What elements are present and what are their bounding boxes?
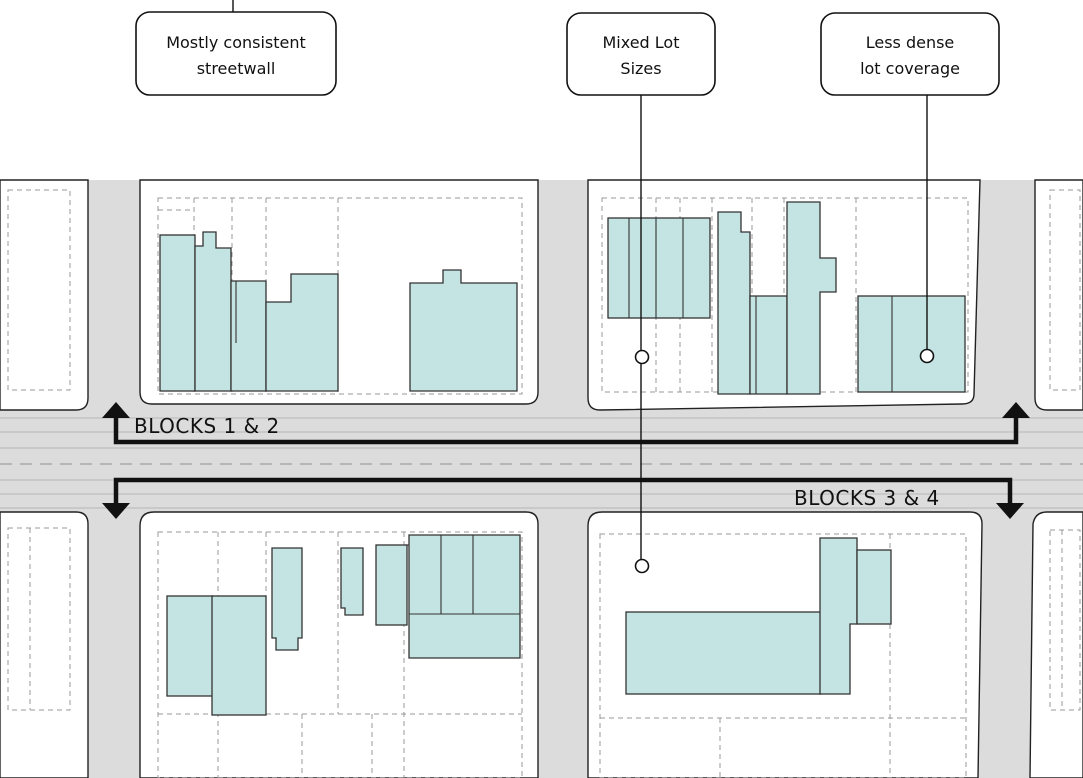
callout-lot-sizes-line2: Sizes [620, 59, 661, 78]
block-arrows: BLOCKS 1 & 2 BLOCKS 3 & 4 [102, 402, 1030, 519]
lot-coverage-marker [919, 348, 935, 364]
building [607, 217, 711, 319]
building [159, 234, 196, 392]
callout-lot-coverage [820, 12, 1000, 96]
south-blocks-arrow [113, 477, 1013, 504]
north-blocks-arrow [113, 418, 1019, 445]
callouts: Mostly consistent streetwall Mixed Lot S… [135, 0, 1000, 574]
callout-lot-sizes-line1: Mixed Lot [602, 33, 679, 52]
arrow-up-icon [1002, 402, 1030, 418]
callout-lot-coverage-line1: Less dense [866, 33, 955, 52]
lot-sizes-marker-north [634, 349, 650, 365]
arrow-up-icon [102, 402, 130, 418]
building [340, 547, 364, 616]
building [409, 269, 518, 392]
south-blocks-label: BLOCKS 3 & 4 [794, 486, 940, 510]
callout-streetwall-line2: streetwall [197, 59, 276, 78]
arrow-down-icon [102, 503, 130, 519]
callout-lot-coverage-line2: lot coverage [860, 59, 960, 78]
building [819, 537, 858, 695]
building [265, 273, 339, 392]
block-far-east-south [1029, 511, 1083, 778]
building [375, 544, 408, 626]
building [856, 549, 892, 625]
building [166, 595, 214, 697]
callout-lot-sizes [566, 12, 716, 96]
buildings [159, 201, 966, 716]
building [211, 595, 267, 716]
building [408, 534, 521, 659]
building [786, 201, 837, 395]
callout-streetwall [135, 11, 337, 96]
building [857, 295, 966, 393]
building [717, 211, 751, 395]
building [625, 611, 822, 695]
building [194, 231, 232, 392]
north-blocks-label: BLOCKS 1 & 2 [134, 414, 280, 438]
block-far-west-north [0, 179, 89, 411]
block-far-west-south [0, 511, 89, 778]
arrow-down-icon [996, 503, 1024, 519]
lot-sizes-marker-south [634, 558, 650, 574]
building [271, 547, 303, 651]
block-far-east-north [1034, 179, 1083, 411]
callout-streetwall-line1: Mostly consistent [166, 33, 306, 52]
